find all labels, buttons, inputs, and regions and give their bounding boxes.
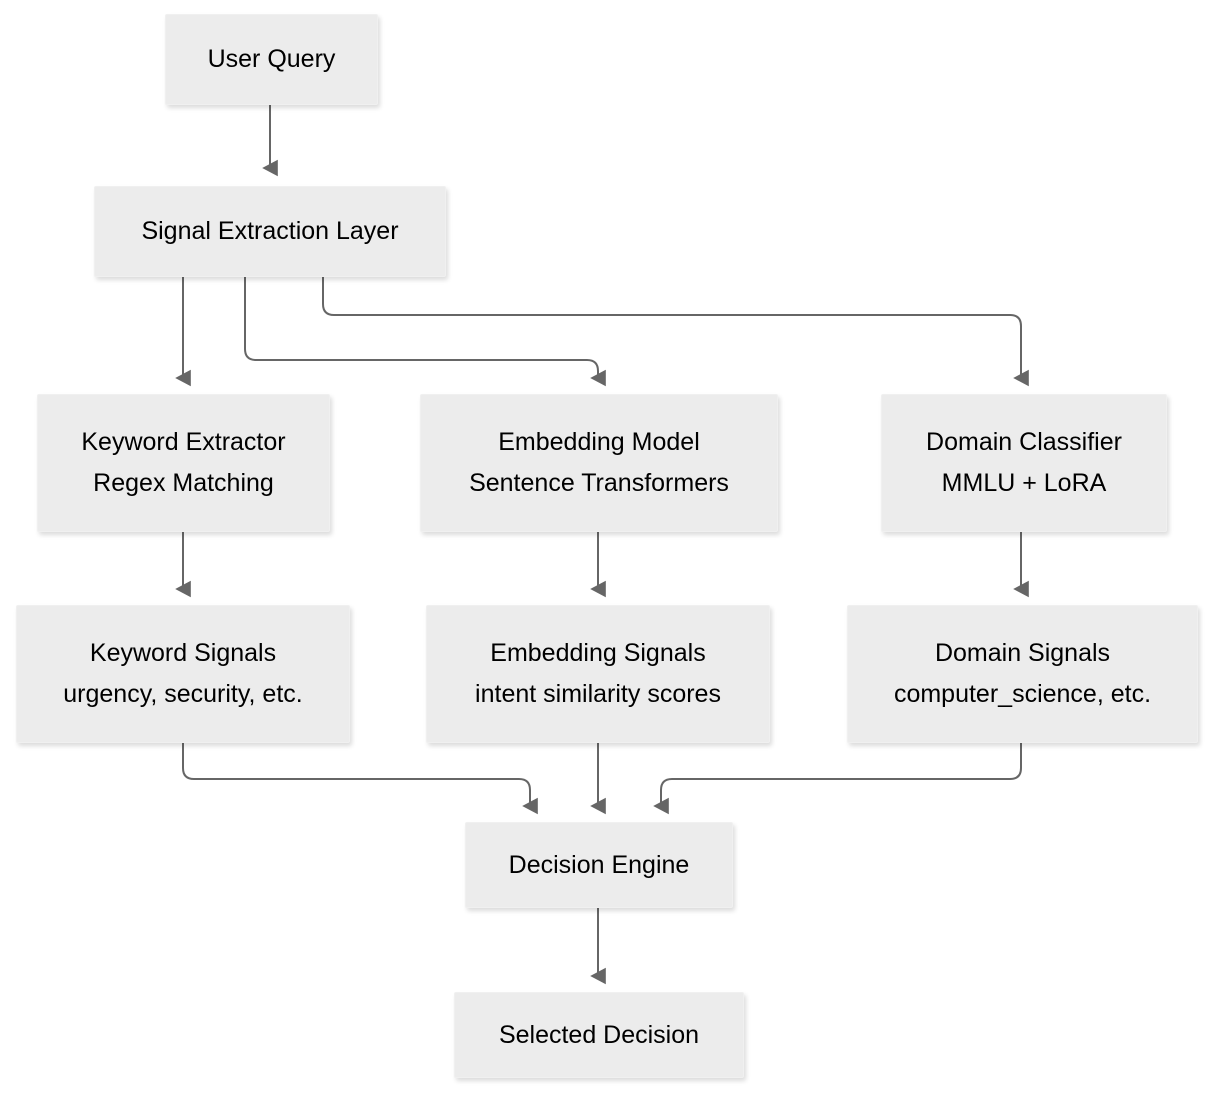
node-label: computer_science, etc. — [893, 680, 1152, 708]
node-label: Embedding Signals — [490, 639, 706, 667]
node-selected-decision[interactable]: Selected Decision — [454, 992, 744, 1078]
node-label: Embedding Model — [498, 428, 700, 456]
node-keyword-signals[interactable]: Keyword Signals urgency, security, etc. — [16, 605, 350, 743]
node-label: intent similarity scores — [475, 680, 721, 708]
node-label: urgency, security, etc. — [63, 680, 303, 708]
node-signal-extraction-layer[interactable]: Signal Extraction Layer — [94, 186, 446, 277]
node-label: Selected Decision — [498, 1020, 700, 1049]
node-embedding-signals[interactable]: Embedding Signals intent similarity score… — [426, 605, 770, 743]
node-label: Regex Matching — [93, 469, 274, 497]
node-label: Domain Classifier — [926, 428, 1122, 456]
node-label: Decision Engine — [508, 850, 690, 879]
edge-domain-signals-to-decision-engine — [653, 743, 1022, 815]
edge-signal-layer-to-embedding-model — [244, 277, 606, 387]
node-label: User Query — [207, 45, 336, 73]
node-label: Domain Signals — [934, 639, 1111, 667]
node-label: Keyword Signals — [89, 639, 277, 667]
node-label: Keyword Extractor — [81, 428, 286, 456]
node-decision-engine[interactable]: Decision Engine — [465, 822, 733, 908]
node-label: Signal Extraction Layer — [141, 217, 399, 245]
node-user-query[interactable]: User Query — [165, 14, 378, 105]
edge-keyword-signals-to-decision-engine — [182, 743, 538, 815]
node-label: Sentence Transformers — [469, 469, 729, 497]
edge-signal-layer-to-domain-classifier — [322, 277, 1029, 387]
node-domain-signals[interactable]: Domain Signals computer_science, etc. — [847, 605, 1198, 743]
node-label: MMLU + LoRA — [941, 469, 1107, 497]
